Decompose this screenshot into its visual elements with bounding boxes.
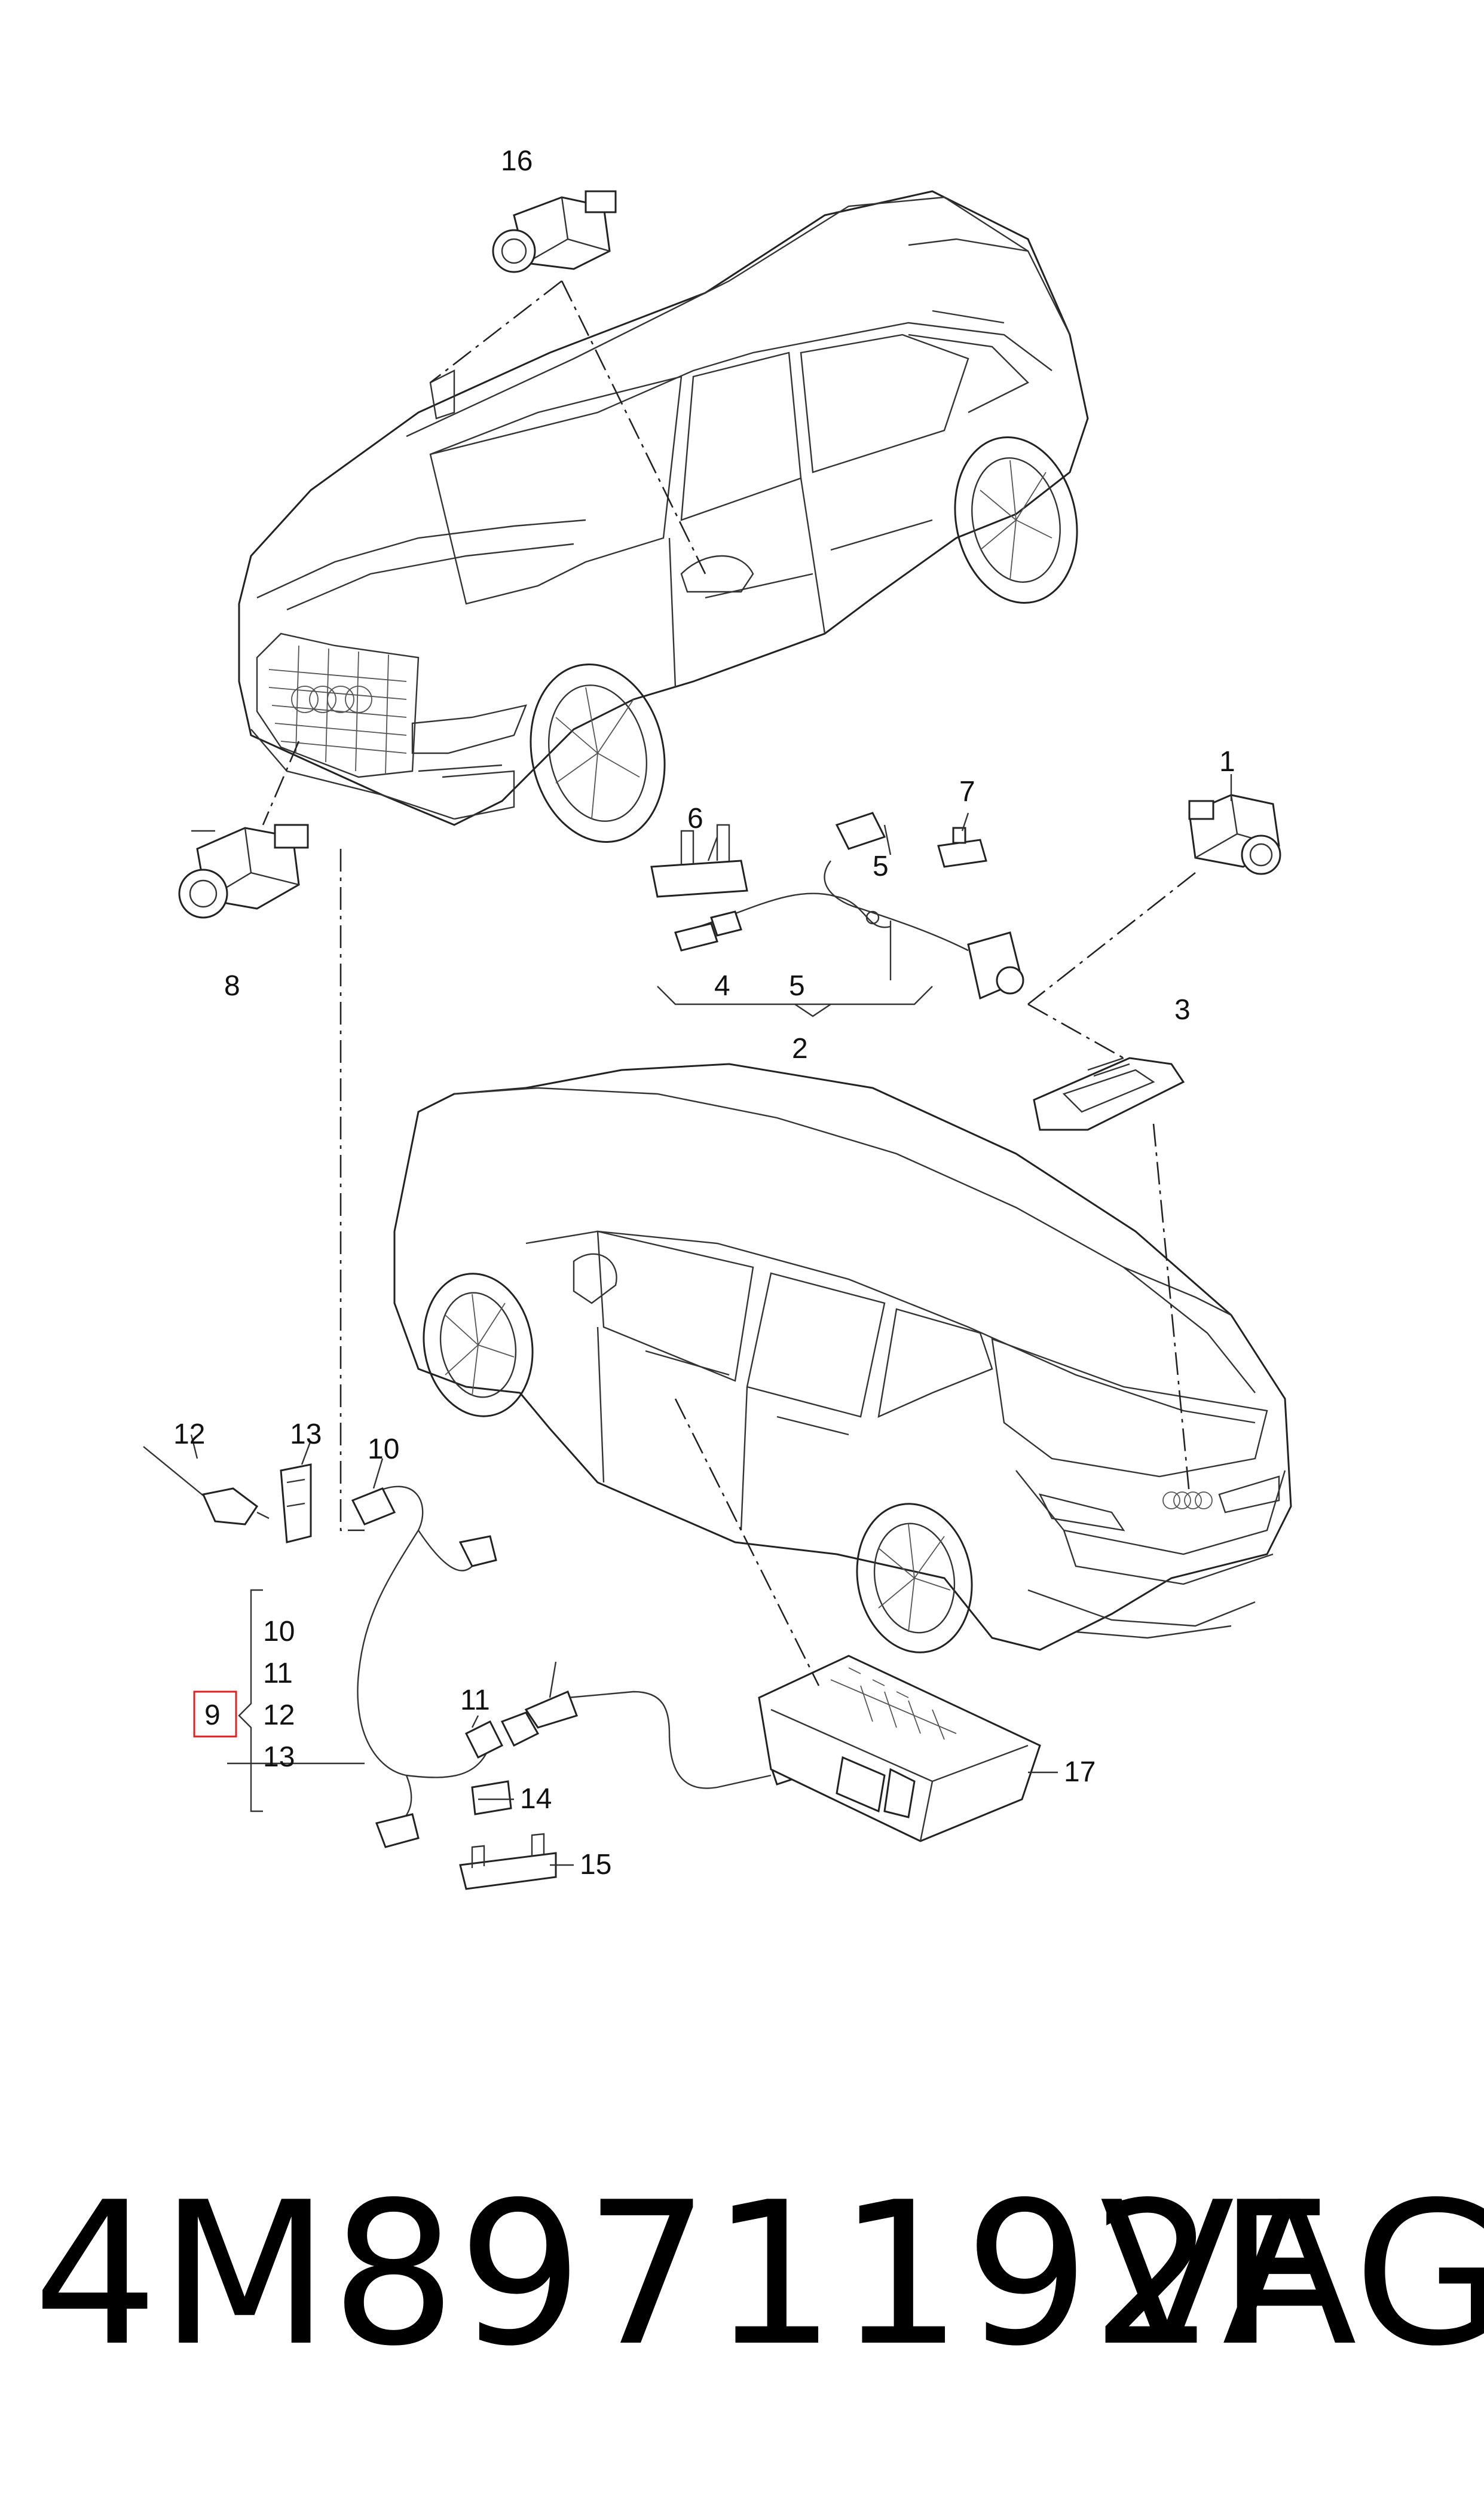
part-9-harness xyxy=(351,1485,540,1848)
part-6-bracket xyxy=(650,824,748,898)
bracket-item-13: 13 xyxy=(263,1741,295,1773)
part-18-cable xyxy=(524,1690,796,1789)
callout-6: 6 xyxy=(687,803,703,834)
part-14-clip xyxy=(471,1780,512,1815)
part-13-holder xyxy=(280,1463,312,1543)
part-1-camera xyxy=(1188,794,1281,875)
part-8-camera xyxy=(178,824,309,919)
callout-3: 3 xyxy=(1174,994,1191,1026)
callout-11: 11 xyxy=(460,1685,490,1716)
callout-7: 7 xyxy=(959,776,975,808)
callout-12: 12 xyxy=(173,1419,205,1450)
callout-5a: 5 xyxy=(873,851,889,882)
bracket-item-12: 12 xyxy=(263,1699,295,1731)
callout-1: 1 xyxy=(1219,746,1235,778)
part-2-harness xyxy=(674,812,1024,1000)
part-17-control-unit xyxy=(758,1655,1041,1842)
callout-10: 10 xyxy=(368,1433,399,1465)
car-rear-view xyxy=(393,1063,1292,1653)
callout-4: 4 xyxy=(714,970,730,1002)
part-7-clip xyxy=(937,827,987,868)
bracket-9 xyxy=(193,1589,263,1812)
bracket-item-10: 10 xyxy=(263,1616,295,1647)
callout-15: 15 xyxy=(580,1849,611,1881)
callout-9: 9 xyxy=(204,1699,221,1731)
part-3-handle xyxy=(1033,1057,1185,1131)
highlight-box-9 xyxy=(193,1690,237,1738)
part-16-camera xyxy=(492,190,617,273)
part-15-bracket xyxy=(459,1833,557,1890)
callout-17: 17 xyxy=(1064,1756,1096,1788)
callout-8: 8 xyxy=(224,970,240,1002)
callout-16: 16 xyxy=(501,145,533,177)
part-number: 4M8971192F xyxy=(33,2160,1333,2389)
callouts: 16 1 7 6 5 8 4 5 3 2 12 13 10 10 11 12 1… xyxy=(173,145,1235,1881)
callout-14: 14 xyxy=(520,1783,552,1815)
callout-13: 13 xyxy=(290,1419,322,1450)
callout-2: 2 xyxy=(792,1033,808,1065)
part-12-cable-tie xyxy=(143,1446,270,1526)
car-front-view xyxy=(238,190,1089,843)
callout-5b: 5 xyxy=(789,970,805,1002)
bracket-item-11: 11 xyxy=(263,1658,293,1689)
leader-lines xyxy=(190,280,1232,1866)
brand-label: VAG xyxy=(1100,2160,1484,2389)
